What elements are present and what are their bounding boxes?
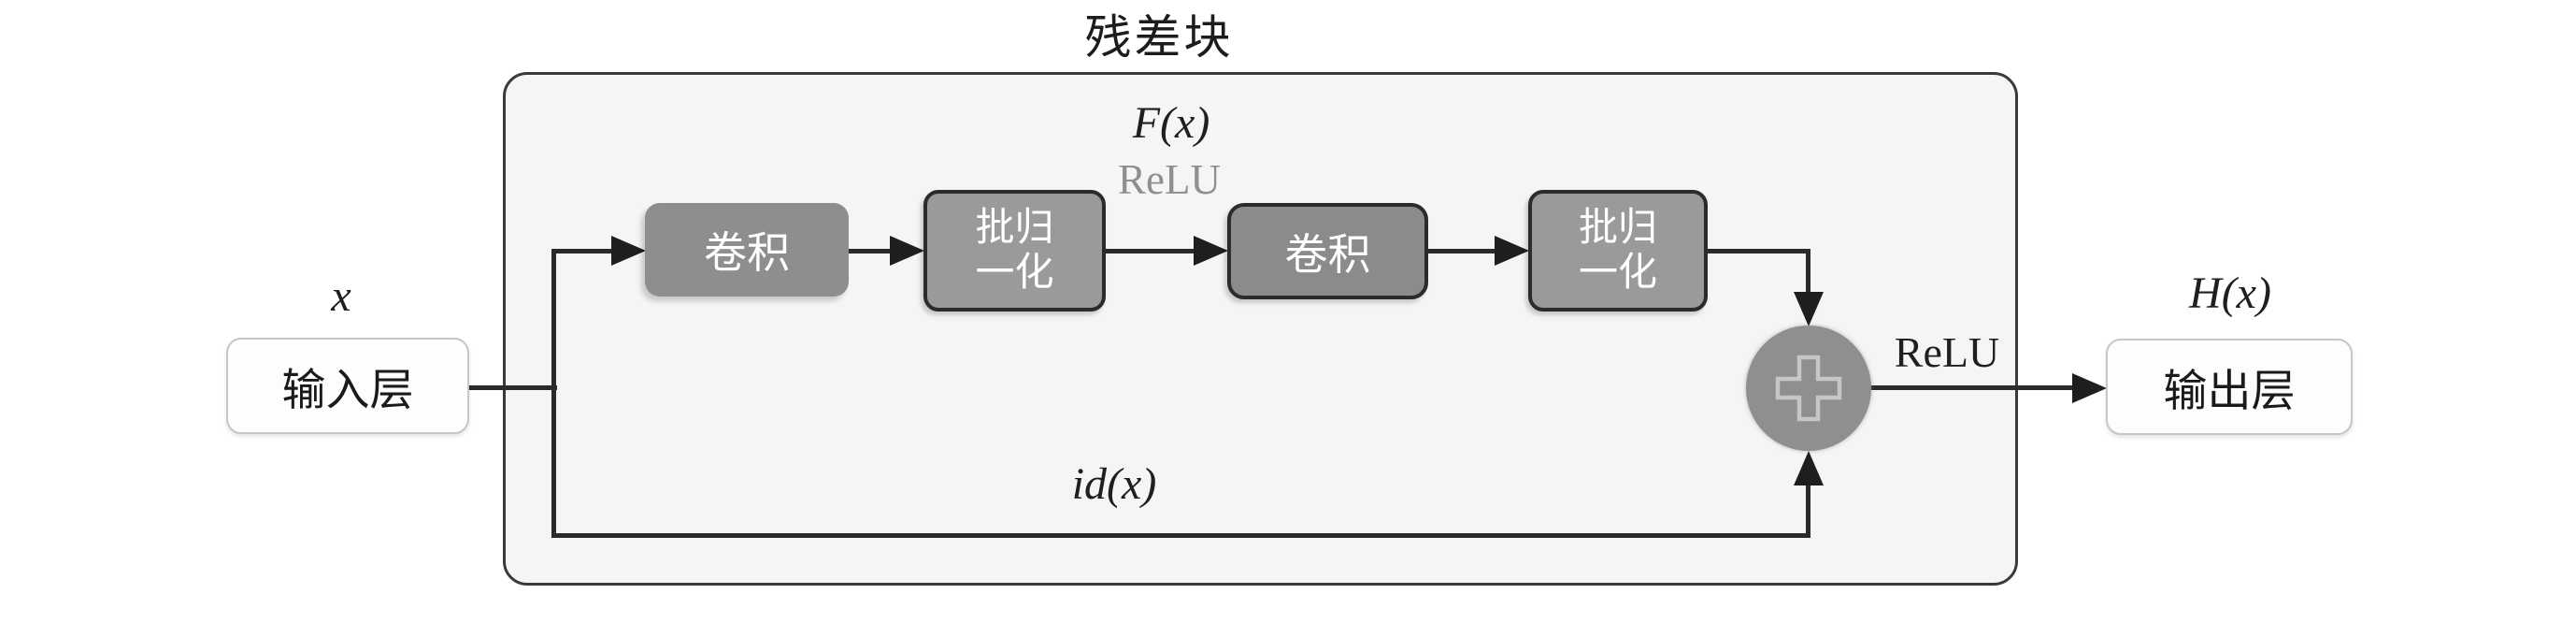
output-layer-label: 输出层 bbox=[2163, 368, 2296, 416]
conv1-to-bn1-wire bbox=[847, 249, 890, 254]
bn2-to-corner-wire bbox=[1706, 249, 1810, 254]
output-function-label: H(x) bbox=[2189, 268, 2271, 318]
elementwise-add-node bbox=[1746, 326, 1871, 451]
diagram-title: 残差块 bbox=[1084, 11, 1234, 64]
skip-up-wire bbox=[1806, 485, 1810, 538]
corner-to-add-wire bbox=[1806, 249, 1810, 292]
plus-icon bbox=[1775, 355, 1842, 422]
input-layer-node: 输入层 bbox=[226, 338, 469, 434]
conv1-node: 卷积 bbox=[645, 203, 849, 297]
bn1-to-conv2-wire bbox=[1104, 249, 1194, 254]
batchnorm2-node: 批归一化 bbox=[1528, 190, 1708, 312]
arrow-into-conv2-icon bbox=[1194, 236, 1228, 266]
batchnorm1-node: 批归一化 bbox=[923, 190, 1106, 312]
arrow-into-conv1-icon bbox=[611, 236, 646, 266]
output-layer-node: 输出层 bbox=[2106, 339, 2353, 435]
residual-block-container bbox=[503, 72, 2018, 586]
conv2-to-bn2-wire bbox=[1426, 249, 1495, 254]
conv2-label: 卷积 bbox=[1284, 230, 1371, 279]
input-wire bbox=[469, 385, 557, 390]
branch-to-conv1-wire bbox=[551, 249, 611, 254]
arrow-into-output-icon bbox=[2072, 373, 2107, 403]
arrow-into-bn2-icon bbox=[1495, 236, 1529, 266]
conv1-label: 卷积 bbox=[704, 229, 790, 277]
input-variable-label: x bbox=[331, 271, 351, 321]
batchnorm2-label: 批归一化 bbox=[1578, 206, 1657, 295]
residual-function-label: F(x) bbox=[1132, 98, 1210, 148]
identity-function-label: id(x) bbox=[1071, 459, 1157, 509]
branch-vertical-wire bbox=[551, 249, 556, 538]
arrow-into-add-top-icon bbox=[1794, 292, 1824, 326]
output-relu-label: ReLU bbox=[1894, 328, 2000, 376]
arrow-into-bn1-icon bbox=[890, 236, 924, 266]
add-to-output-wire bbox=[1869, 385, 2072, 390]
input-layer-label: 输入层 bbox=[281, 367, 414, 415]
conv2-node: 卷积 bbox=[1227, 203, 1428, 299]
inner-relu-label: ReLU bbox=[1118, 156, 1221, 203]
skip-connection-wire bbox=[551, 533, 1810, 538]
batchnorm1-label: 批归一化 bbox=[975, 206, 1054, 295]
arrow-into-add-bottom-icon bbox=[1794, 451, 1824, 485]
